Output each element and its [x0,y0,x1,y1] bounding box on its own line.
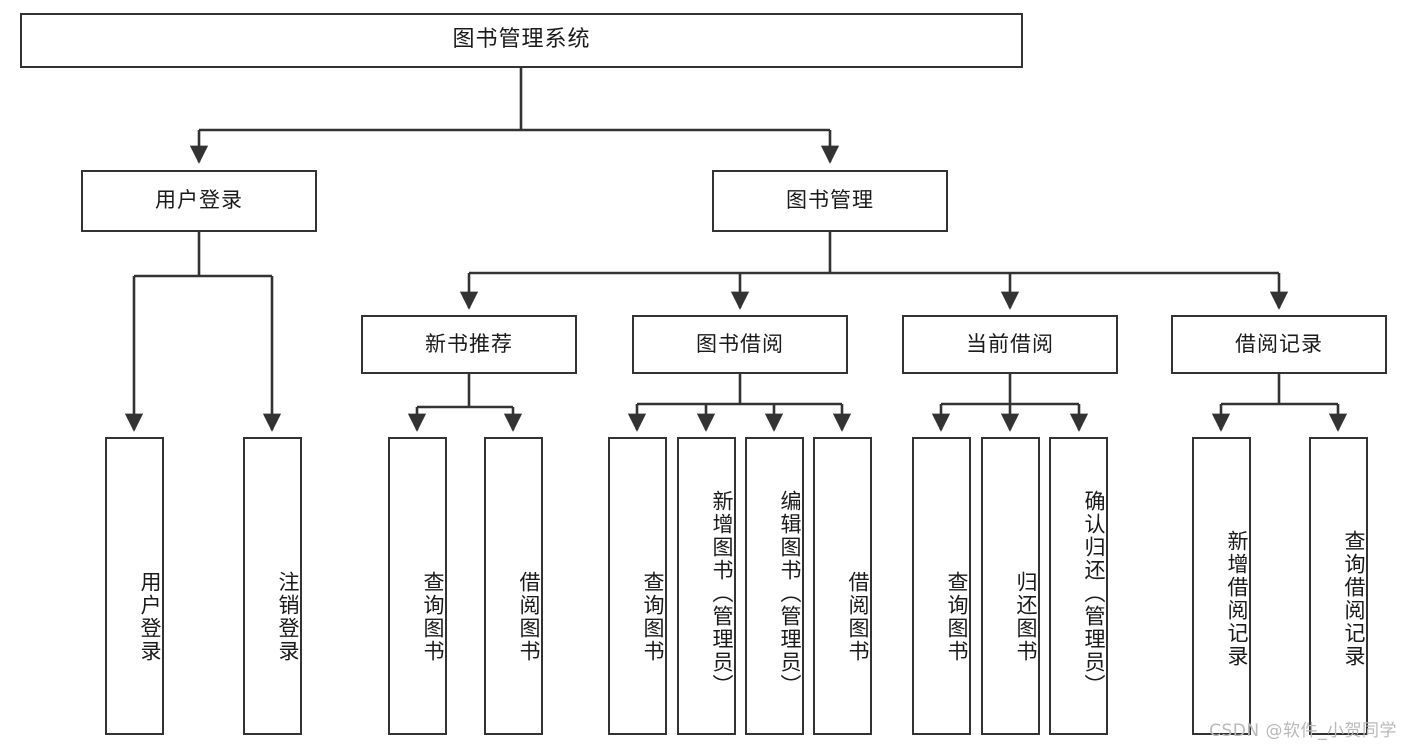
node-label: 查询图书 [945,571,969,663]
leaf-user-login[interactable]: 用户登录 [105,437,164,735]
node-label: 图书管理 [786,188,874,213]
node-label: 查询图书 [421,571,445,663]
leaf-add-borrow-record[interactable]: 新增借阅记录 [1192,437,1251,735]
node-book-management[interactable]: 图书管理 [712,170,948,232]
csdn-watermark: CSDN @软件_小贺同学 [1209,721,1397,741]
node-label: 图书借阅 [696,331,784,356]
node-book-borrowing[interactable]: 图书借阅 [632,315,848,374]
node-label: 新书推荐 [425,331,513,356]
node-label: 查询图书 [641,571,665,663]
node-label: 借阅图书 [517,571,541,663]
leaf-query-book-recommend[interactable]: 查询图书 [388,437,447,735]
node-label: 用户登录 [138,571,162,663]
leaf-query-book-current[interactable]: 查询图书 [912,437,971,735]
node-user-login[interactable]: 用户登录 [81,170,317,232]
leaf-logout[interactable]: 注销登录 [243,437,302,735]
leaf-return-book[interactable]: 归还图书 [981,437,1040,735]
node-new-book-recommendation[interactable]: 新书推荐 [361,315,577,374]
node-label: 确认归还（管理员） [1082,489,1106,697]
node-label: 新增借阅记录 [1225,530,1249,668]
node-label: 归还图书 [1014,571,1038,663]
node-label: 借阅记录 [1235,331,1323,356]
leaf-confirm-return-admin[interactable]: 确认归还（管理员） [1049,437,1108,735]
node-label: 编辑图书（管理员） [778,489,802,697]
node-label: 注销登录 [276,571,300,663]
node-borrow-records[interactable]: 借阅记录 [1171,315,1387,374]
leaf-borrow-book-recommend[interactable]: 借阅图书 [484,437,543,735]
node-label: 查询借阅记录 [1342,530,1366,668]
node-root-system[interactable]: 图书管理系统 [20,13,1023,68]
node-label: 借阅图书 [846,571,870,663]
leaf-add-book-admin[interactable]: 新增图书（管理员） [677,437,736,735]
leaf-query-borrow-record[interactable]: 查询借阅记录 [1309,437,1368,735]
node-label: 新增图书（管理员） [710,489,734,697]
leaf-borrow-book[interactable]: 借阅图书 [813,437,872,735]
leaf-edit-book-admin[interactable]: 编辑图书（管理员） [745,437,804,735]
node-label: 当前借阅 [966,331,1054,356]
leaf-query-book-borrow[interactable]: 查询图书 [608,437,667,735]
node-current-borrowing[interactable]: 当前借阅 [902,315,1118,374]
node-label: 用户登录 [155,188,243,213]
node-label: 图书管理系统 [452,27,591,53]
